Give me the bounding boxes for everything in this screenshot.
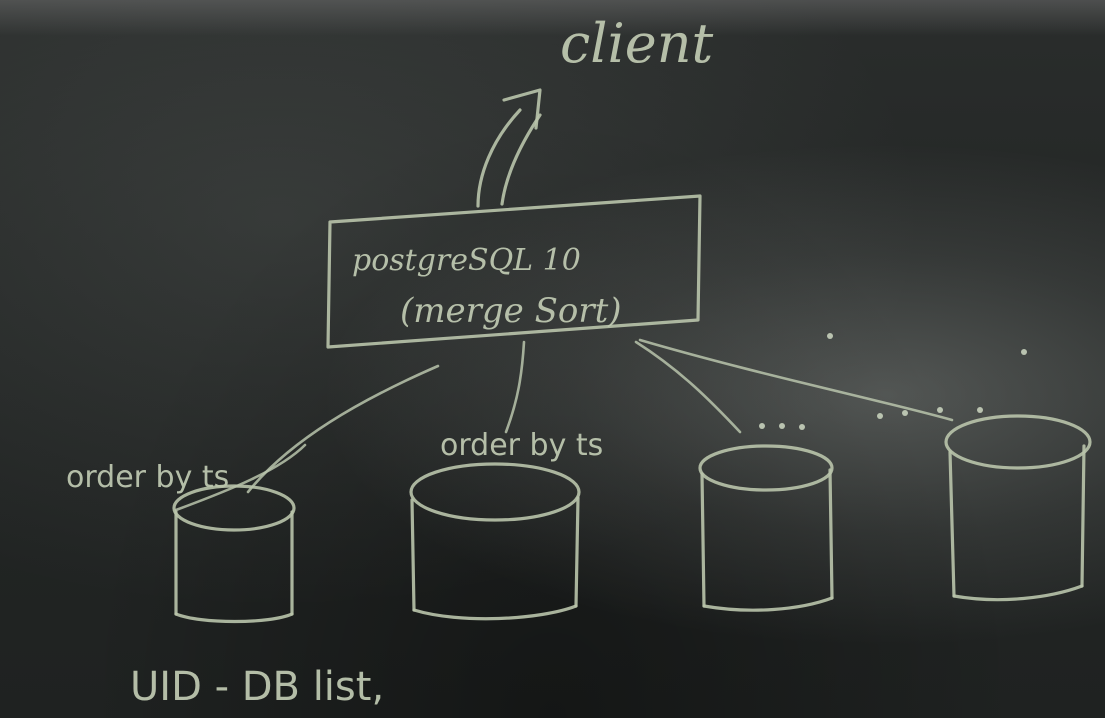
arrow-to-client xyxy=(476,88,542,208)
database-shard-3-icon xyxy=(698,444,834,612)
edge-label-middle: order by ts xyxy=(440,428,603,463)
edges xyxy=(174,338,954,512)
edge-shard-3 xyxy=(634,340,742,434)
edge-shard-4 xyxy=(638,338,954,422)
client-label: client xyxy=(560,12,714,75)
database-shard-1-icon xyxy=(172,484,296,624)
postgresql-server-box: postgreSQL 10 (merge Sort) xyxy=(326,194,702,349)
edge-shard-2 xyxy=(504,340,526,434)
server-title: postgreSQL 10 xyxy=(352,243,581,278)
database-shard-4-icon xyxy=(944,414,1092,602)
edge-shard-1 xyxy=(246,364,440,494)
shard-ellipsis xyxy=(759,333,1027,430)
footer-note: UID - DB list, xyxy=(130,664,384,710)
database-shard-2-icon xyxy=(409,462,581,621)
server-subtitle: (merge Sort) xyxy=(400,291,622,331)
